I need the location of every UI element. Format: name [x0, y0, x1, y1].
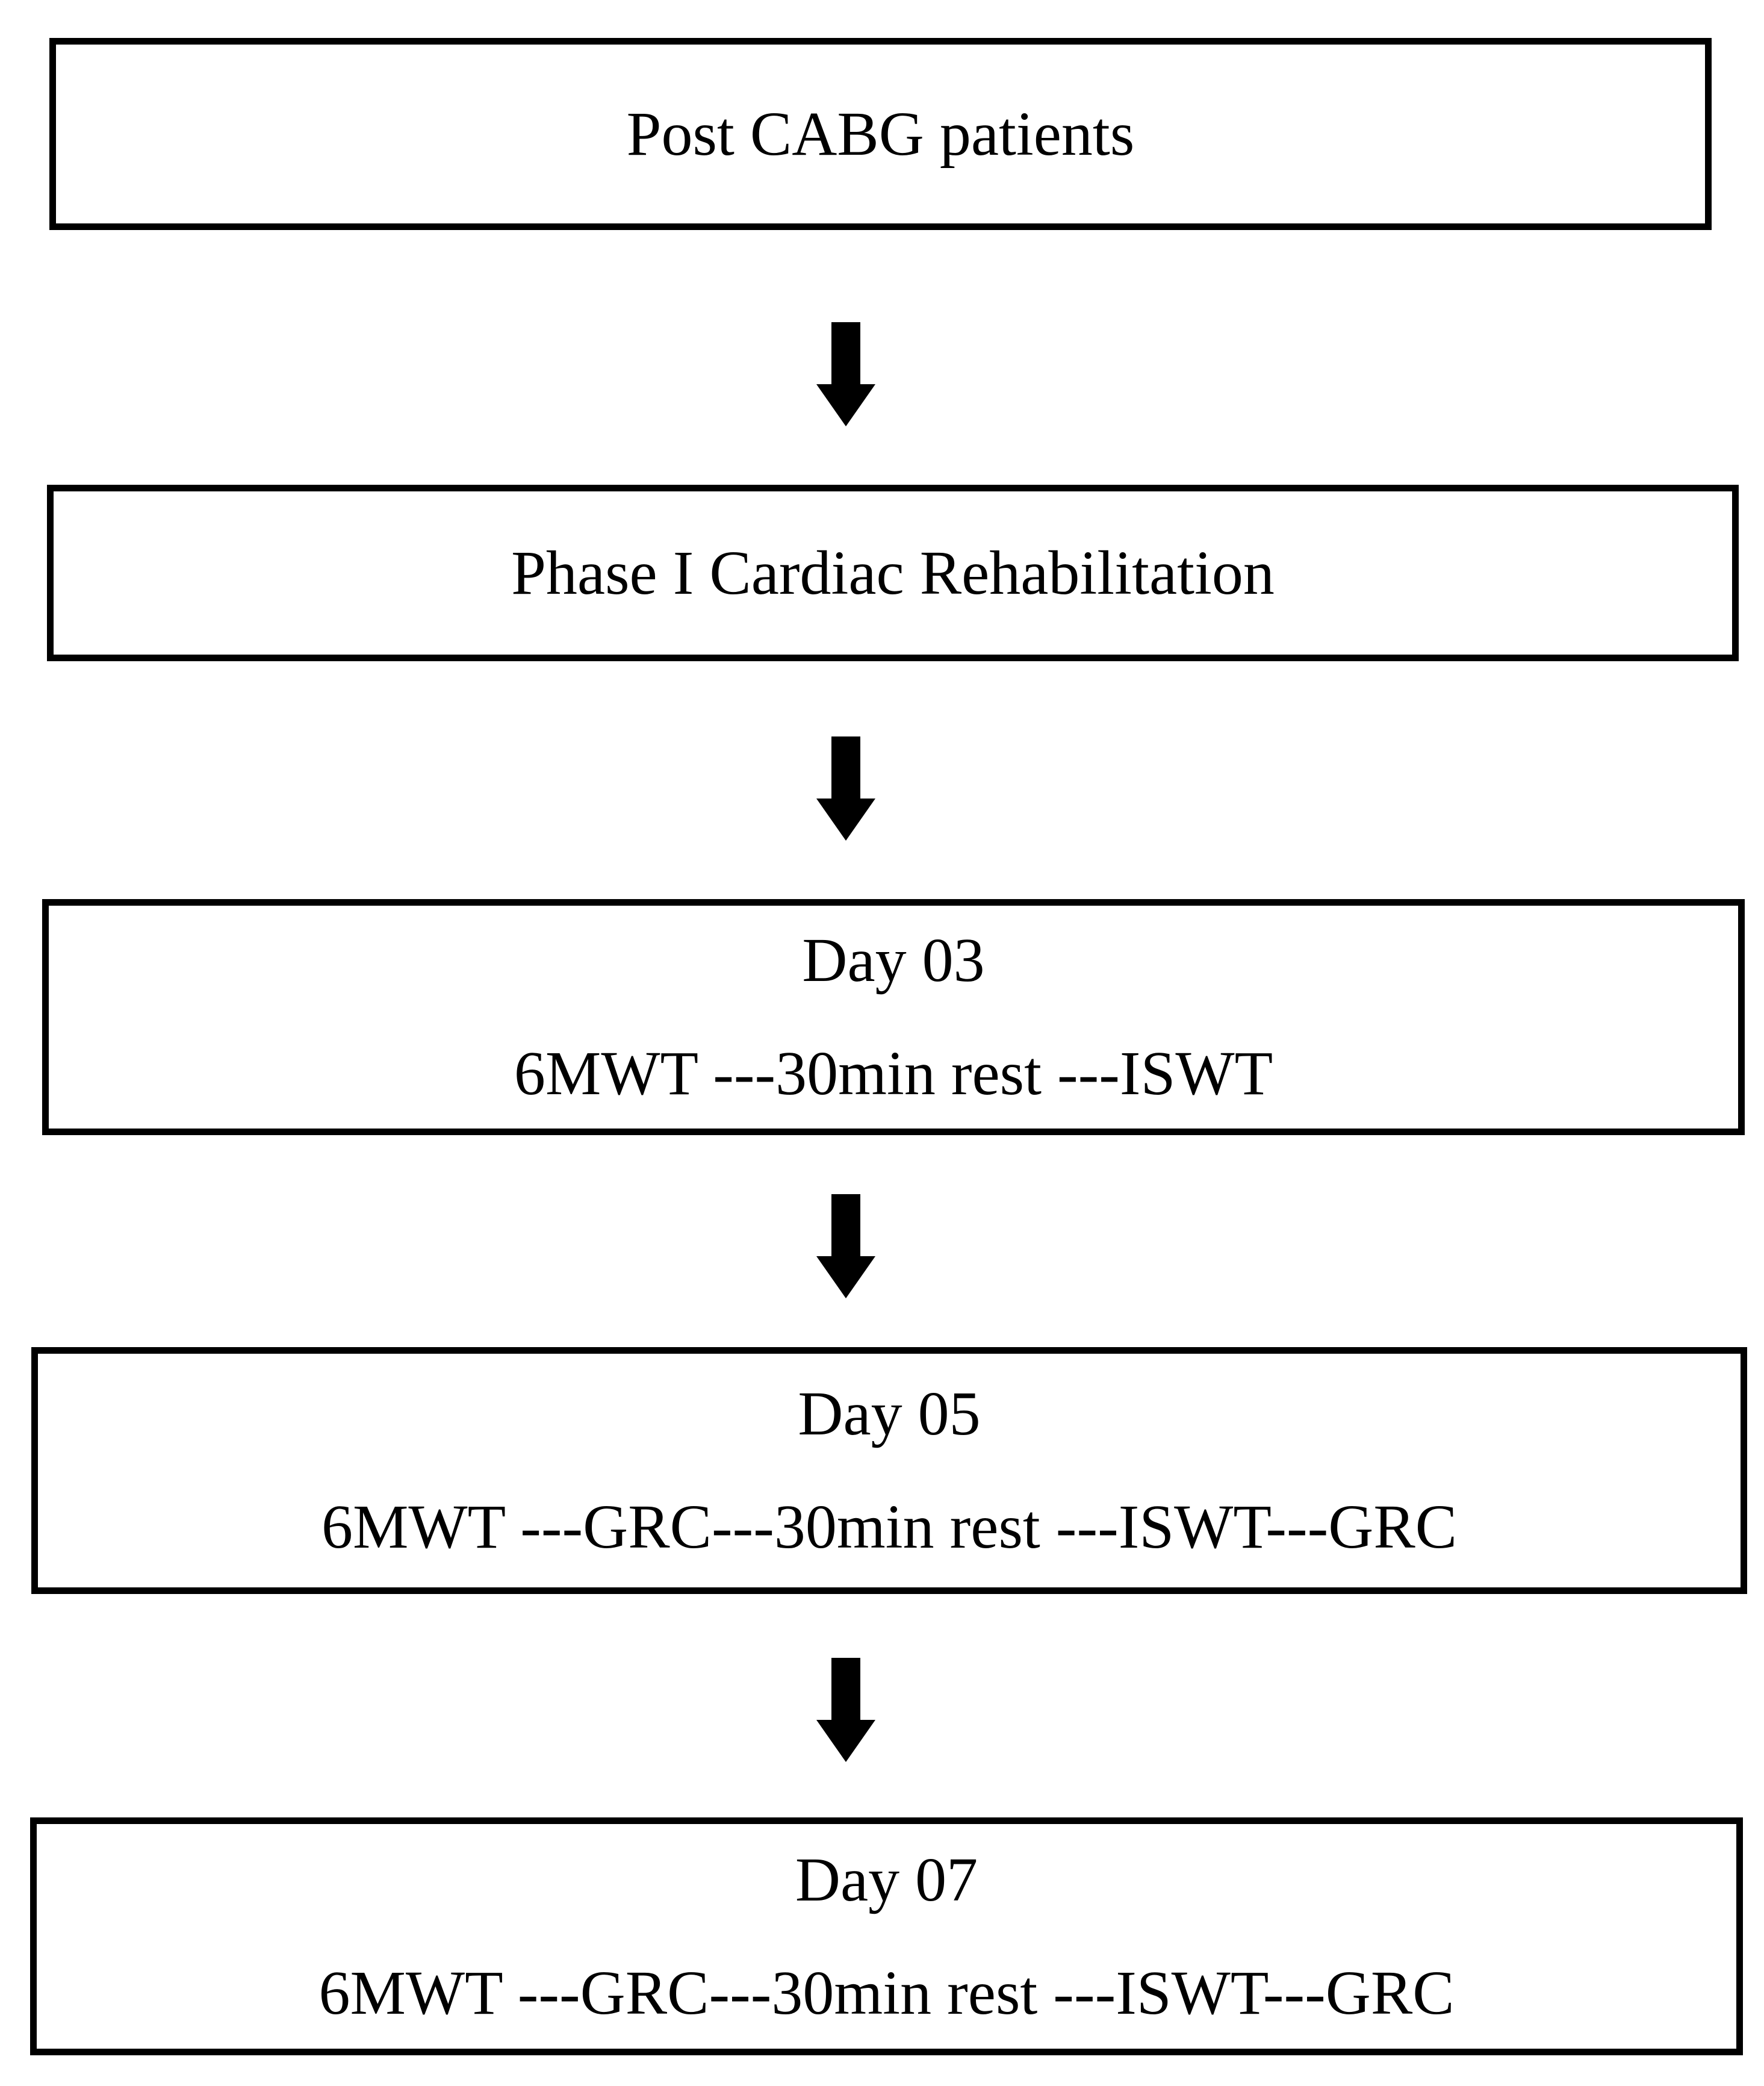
arrow-shaft	[831, 322, 860, 384]
box-title: Day 03	[802, 926, 985, 995]
arrow-shaft	[831, 1194, 860, 1256]
down-arrow-icon	[816, 736, 875, 841]
box-detail: 6MWT ---GRC---30min rest ---ISWT---GRC	[318, 1958, 1455, 2028]
arrow-shaft	[831, 736, 860, 799]
arrow-head	[816, 799, 875, 841]
arrow-head	[816, 1256, 875, 1298]
box-title: Post CABG patients	[626, 99, 1135, 169]
box-detail: 6MWT ---GRC---30min rest ---ISWT---GRC	[321, 1492, 1458, 1561]
box-title: Phase I Cardiac Rehabilitation	[511, 538, 1275, 608]
down-arrow-icon	[816, 1658, 875, 1762]
arrow-head	[816, 384, 875, 426]
box-title: Day 05	[798, 1379, 981, 1448]
arrow-shaft	[831, 1658, 860, 1720]
flow-box-day-03: Day 03 6MWT ---30min rest ---ISWT	[42, 899, 1745, 1135]
down-arrow-icon	[816, 322, 875, 426]
box-title: Day 07	[795, 1845, 978, 1914]
arrow-head	[816, 1720, 875, 1762]
flow-box-day-07: Day 07 6MWT ---GRC---30min rest ---ISWT-…	[30, 1817, 1743, 2055]
box-detail: 6MWT ---30min rest ---ISWT	[514, 1039, 1273, 1108]
flow-box-phase-1-cardiac-rehabilitation: Phase I Cardiac Rehabilitation	[47, 485, 1739, 661]
down-arrow-icon	[816, 1194, 875, 1298]
flow-box-post-cabg-patients: Post CABG patients	[49, 38, 1712, 230]
flow-box-day-05: Day 05 6MWT ---GRC---30min rest ---ISWT-…	[31, 1347, 1747, 1594]
